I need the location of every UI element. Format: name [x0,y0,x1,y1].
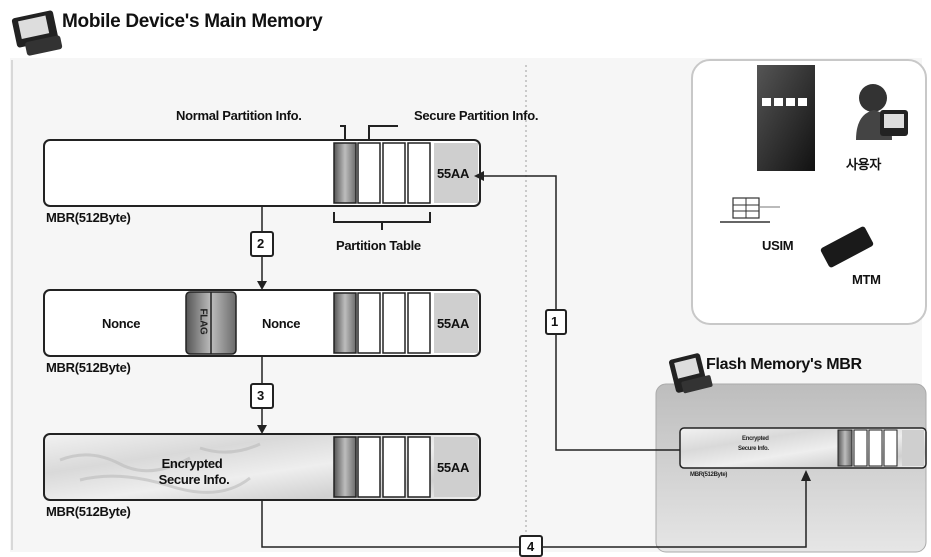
step-4-label: 4 [527,539,534,554]
mobile-device-icon [11,10,62,56]
mtm-label: MTM [852,272,881,287]
step-3-label: 3 [257,388,264,403]
step-2-label: 2 [257,236,264,251]
mbr-row-1 [44,140,480,206]
nonce-right: Nonce [262,316,300,331]
step-1-label: 1 [551,314,558,329]
flag-label: FLAG [198,302,209,342]
user-label: 사용자 [846,154,881,173]
flash-mbr-row [680,428,926,468]
secure-partition-cell [358,143,380,203]
signature-1: 55AA [437,166,469,181]
secure-partition-info-label: Secure Partition Info. [414,108,538,123]
signature-3: 55AA [437,460,469,475]
mbr-label-1: MBR(512Byte) [46,210,131,225]
signature-2: 55AA [437,316,469,331]
nonce-left: Nonce [102,316,140,331]
normal-partition-info-label: Normal Partition Info. [176,108,302,123]
usim-label: USIM [762,238,793,253]
mbr-label-2: MBR(512Byte) [46,360,131,375]
page-title: Mobile Device's Main Memory [62,11,322,33]
partition-cell-3 [383,143,405,203]
card-icon [757,65,815,171]
encrypted-line-1: Encrypted [152,456,232,471]
encrypted-line-2: Secure Info. [146,472,242,487]
partition-table-label: Partition Table [336,238,421,253]
mbr-label-3: MBR(512Byte) [46,504,131,519]
flash-title: Flash Memory's MBR [706,356,862,374]
mbr-row-3 [44,434,480,500]
flash-mbr-label: MBR(512Byte) [690,472,727,478]
flash-encrypted-line-2: Secure Info. [738,446,769,452]
partition-cell-4 [408,143,430,203]
flash-encrypted-line-1: Encrypted [742,436,769,442]
normal-partition-cell [334,143,356,203]
